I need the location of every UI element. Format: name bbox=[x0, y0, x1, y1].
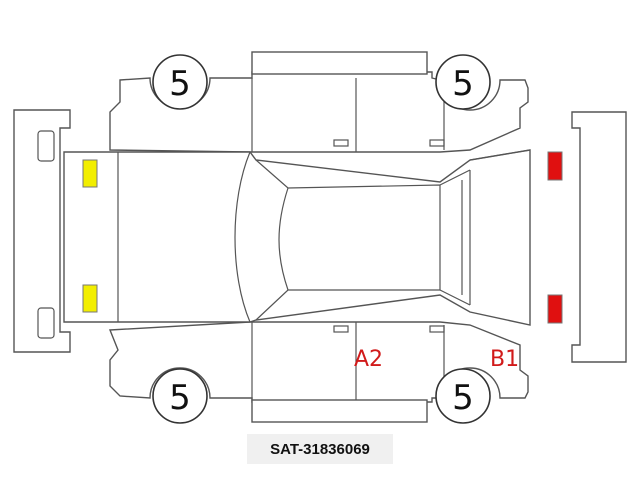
stock-number-label: SAT-31836069 bbox=[247, 434, 393, 464]
tire-front-right-value: 5 bbox=[169, 378, 191, 418]
tire-rear-left: 5 bbox=[435, 54, 491, 110]
damage-code-rear-right-corner: B1 bbox=[490, 347, 519, 372]
tire-rear-right: 5 bbox=[435, 368, 491, 424]
top-view-body bbox=[63, 149, 531, 326]
tire-front-right: 5 bbox=[152, 368, 208, 424]
rear-lamp-upper bbox=[547, 151, 563, 181]
tire-front-left-value: 5 bbox=[169, 64, 191, 104]
tire-front-left: 5 bbox=[152, 54, 208, 110]
right-side-view bbox=[108, 321, 529, 423]
damage-code-right-side: A2 bbox=[354, 347, 383, 372]
front-lamp-lower bbox=[82, 284, 98, 313]
tire-rear-right-value: 5 bbox=[452, 378, 474, 418]
rear-lamp-lower bbox=[547, 294, 563, 324]
tire-rear-left-value: 5 bbox=[452, 64, 474, 104]
left-side-view bbox=[109, 51, 529, 153]
front-bumper bbox=[13, 109, 71, 353]
rear-bumper bbox=[571, 111, 627, 363]
front-lamp-upper bbox=[82, 159, 98, 188]
